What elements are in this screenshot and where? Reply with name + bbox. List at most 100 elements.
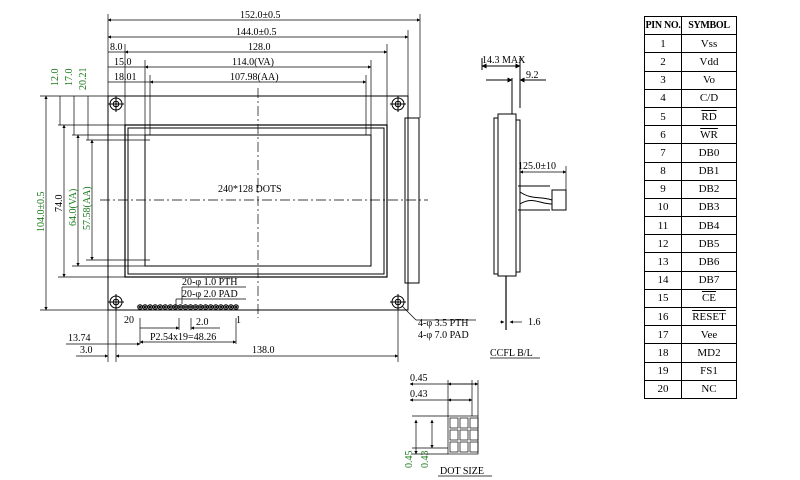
dim-h2: 17.0	[64, 69, 75, 87]
pin-number: 3	[644, 70, 682, 90]
mount-hole-tl	[108, 96, 124, 112]
pin-pad	[147, 304, 153, 310]
dim-bottom-d2: 3.0	[80, 345, 93, 356]
pin-symbol: DB7	[681, 270, 737, 290]
pin-pad	[233, 304, 239, 310]
dot-cell	[449, 429, 459, 441]
pin-hole	[179, 305, 182, 309]
dot-cell	[459, 429, 469, 441]
cable-connector	[551, 189, 567, 211]
dot-size-detail	[409, 380, 479, 455]
pin-pad	[172, 304, 179, 310]
bezel-outline	[124, 124, 388, 278]
dim-bottom-d1: 13.74	[68, 333, 91, 344]
frame-outline	[404, 117, 420, 284]
pin-pad	[177, 304, 184, 310]
table-row: 2 Vdd	[644, 52, 737, 72]
pin-symbol: RESET	[681, 306, 737, 327]
pin-pad	[192, 304, 199, 310]
bezel-inner	[127, 127, 385, 275]
pin-symbol-text: Vdd	[699, 55, 719, 68]
pin-pad	[157, 304, 164, 310]
pin-number: 15	[644, 288, 682, 309]
dot-cell	[469, 417, 479, 429]
pin-hole	[158, 305, 162, 309]
pin-symbol-text: RESET	[692, 310, 726, 323]
pin-number: 19	[644, 361, 682, 381]
dim-va-offset: 15.0	[114, 57, 132, 68]
pin-hole	[143, 305, 147, 309]
pin-symbol-text: DB6	[698, 256, 720, 269]
pin-pad	[137, 304, 143, 310]
dot-cell	[469, 429, 479, 441]
table-row: 5 RD	[644, 106, 737, 127]
pin-pad	[142, 304, 148, 310]
pin-symbol-text: DB2	[698, 183, 720, 196]
pin-pad	[162, 304, 169, 310]
pin-symbol-text: WR	[700, 128, 718, 141]
pin-symbol: DB1	[681, 161, 737, 181]
pin-symbol: FS1	[681, 361, 737, 381]
pin-symbol: CE	[681, 288, 737, 309]
pin-hole	[219, 305, 223, 309]
pin-symbol: NC	[681, 379, 737, 399]
side-view-title: CCFL B/L	[490, 348, 533, 359]
pin-number: 20	[644, 379, 682, 399]
pin-symbol-text: RD	[701, 110, 717, 123]
side-d1-label: 9.2	[526, 70, 539, 81]
pin-hole	[163, 305, 167, 309]
top-dimensions	[107, 14, 421, 135]
pin-header	[137, 304, 239, 310]
pin-symbol: MD2	[681, 343, 737, 363]
pin-symbol: Vo	[681, 70, 737, 90]
pin-number: 7	[644, 143, 682, 163]
dot-cell	[459, 417, 469, 429]
pin-hole	[153, 305, 157, 309]
pin-symbol: RD	[681, 106, 737, 127]
mount-hole-pth-label: 4-φ 3.5 PTH	[418, 318, 469, 329]
left-dimensions	[40, 95, 150, 311]
dot-cell	[449, 441, 459, 453]
dim-overall-height: 104.0±0.5	[36, 192, 47, 233]
pin-hole	[189, 305, 192, 309]
pin-pad	[167, 304, 174, 310]
pin-symbol-text: Vee	[700, 328, 718, 341]
pin-symbol: DB6	[681, 252, 737, 272]
pin-pad	[187, 304, 194, 310]
pin-number: 6	[644, 125, 682, 145]
pin-symbol-text: MD2	[697, 346, 721, 359]
pin-pth-label: 20-φ 1.0 PTH	[182, 277, 238, 288]
viewing-area	[144, 134, 372, 267]
dot-size-title: DOT SIZE	[440, 466, 484, 477]
pin-symbol-text: DB4	[698, 219, 720, 232]
pin-pad	[202, 304, 209, 310]
pin-number: 9	[644, 179, 682, 199]
pin-hole	[138, 305, 142, 309]
bottom-dimensions	[66, 310, 399, 362]
pin-20-label: 20	[124, 315, 134, 326]
pin-table-header: PIN NO. SYMBOL	[644, 15, 737, 36]
pin-leaders	[139, 286, 246, 344]
side-cable-label: 125.0±10	[518, 161, 556, 172]
table-row: 20 NC	[644, 379, 737, 399]
dim-overall-width: 152.0±0.5	[240, 10, 281, 21]
pin-symbol: DB5	[681, 234, 737, 254]
pin-symbol-text: NC	[701, 383, 717, 396]
pin-symbol-text: DB5	[698, 237, 720, 250]
pin-hole	[168, 305, 172, 309]
dot-cell	[459, 441, 469, 453]
pin-number: 5	[644, 106, 682, 127]
pin-number: 2	[644, 52, 682, 72]
pin-hole	[148, 305, 152, 309]
